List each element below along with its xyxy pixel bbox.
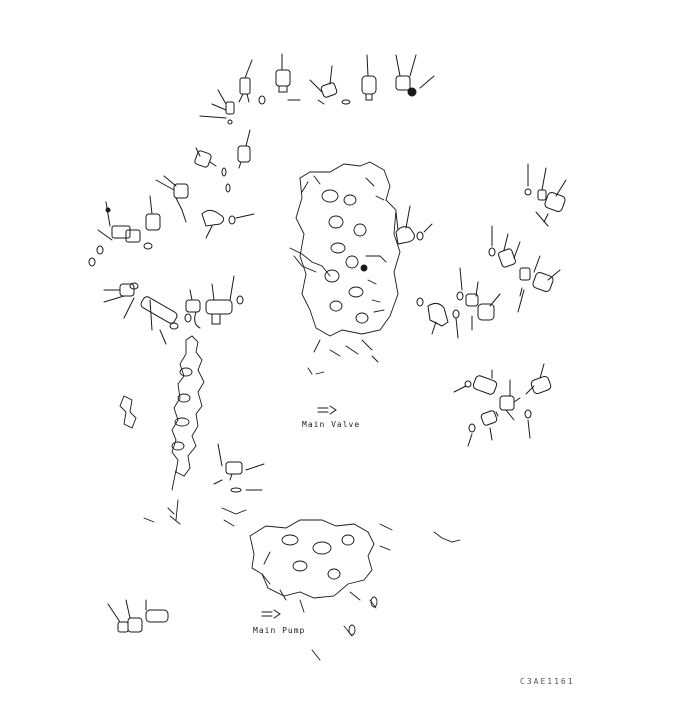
long-fitting-icon bbox=[140, 295, 179, 344]
fitting-group-top bbox=[146, 54, 434, 238]
fitting-icon bbox=[146, 196, 160, 230]
elbow-fitting-icon bbox=[239, 60, 265, 104]
tee-fitting-icon bbox=[276, 54, 300, 100]
left-column-components bbox=[120, 336, 204, 524]
main-pump-body bbox=[222, 508, 460, 660]
elbow-fitting-icon bbox=[396, 206, 432, 244]
elbow-fitting-icon bbox=[194, 148, 230, 192]
fitting-group-right-valve bbox=[417, 268, 500, 338]
connector-fitting-icon bbox=[238, 130, 250, 168]
drawing-code: C3AE1161 bbox=[520, 677, 575, 686]
fitting-group-left bbox=[89, 202, 243, 344]
elbow-fitting-icon bbox=[202, 210, 254, 238]
union-fitting-icon bbox=[206, 276, 243, 324]
main-pump-arrow bbox=[262, 610, 280, 618]
elbow-fitting-icon bbox=[396, 55, 434, 96]
main-valve-body bbox=[290, 162, 400, 374]
fitting-icon bbox=[156, 176, 188, 222]
main-valve-label: Main Valve bbox=[302, 420, 361, 429]
fitting-icon bbox=[200, 90, 234, 124]
fitting-group-bottom-left bbox=[108, 600, 168, 632]
tee-fitting-icon bbox=[89, 202, 152, 266]
fitting-group-right-mid bbox=[489, 226, 560, 312]
adapter-fitting-icon bbox=[362, 55, 376, 100]
pump-fitting-icon bbox=[214, 444, 264, 492]
elbow-fitting-icon bbox=[104, 283, 138, 318]
elbow-fitting-icon bbox=[310, 66, 350, 104]
main-pump-label: Main Pump bbox=[253, 626, 306, 635]
main-valve-arrow bbox=[318, 406, 336, 414]
fitting-group-right-lower bbox=[454, 364, 552, 446]
fitting-group-right-upper bbox=[525, 164, 566, 226]
elbow-fitting-icon bbox=[185, 290, 200, 328]
